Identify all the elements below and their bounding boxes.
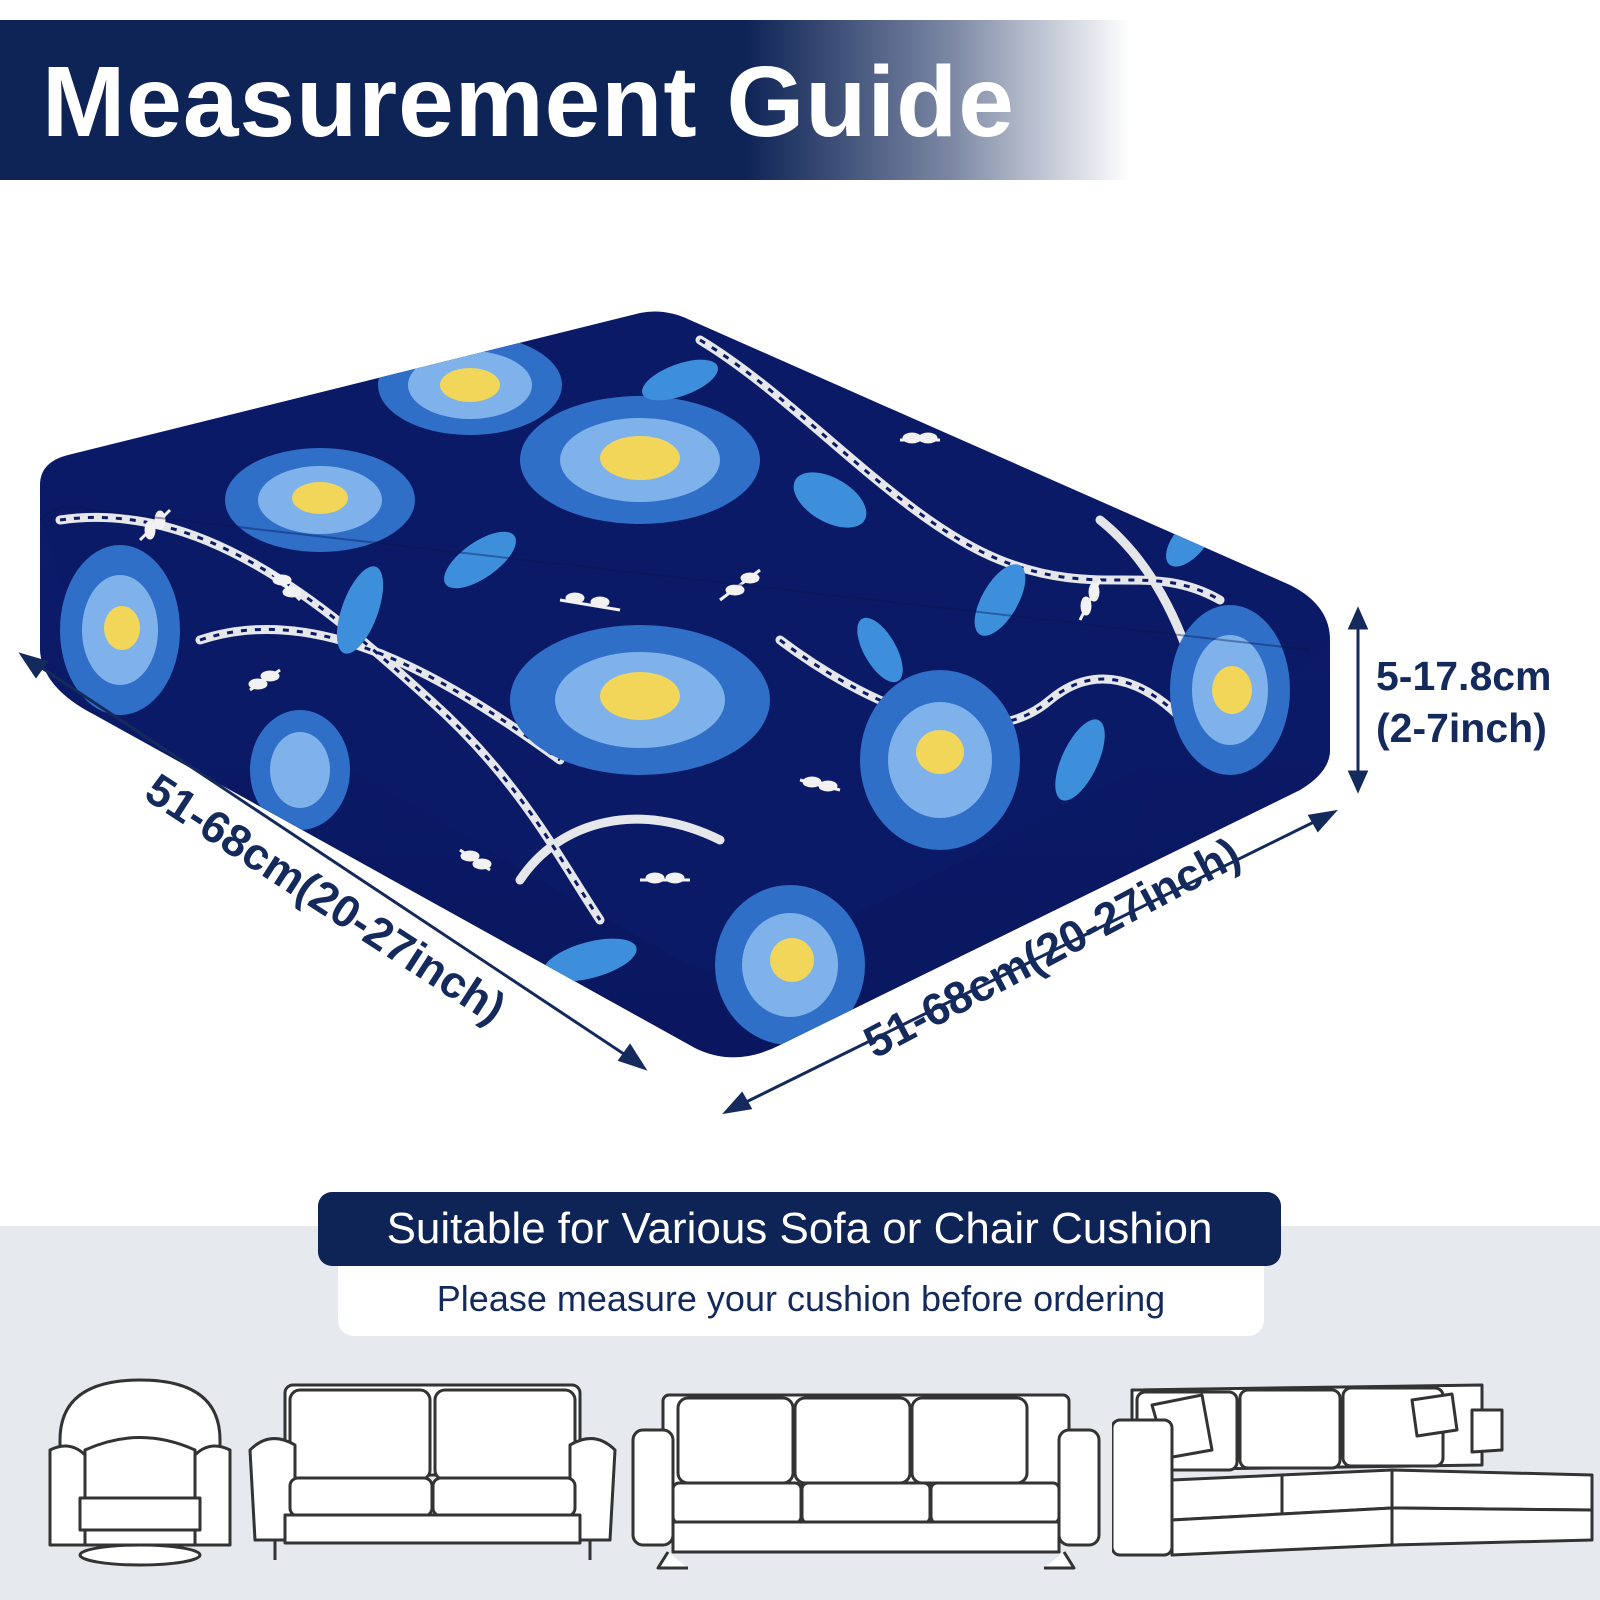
flower bbox=[60, 545, 180, 715]
floral-pattern bbox=[40, 335, 1311, 1045]
dimension-arrows bbox=[18, 606, 1369, 1115]
page-title: Measurement Guide bbox=[42, 46, 1015, 158]
height-dimension-label: 5-17.8cm (2-7inch) bbox=[1376, 650, 1552, 754]
flower bbox=[510, 625, 770, 775]
sectional-sofa-icon bbox=[1112, 1383, 1594, 1557]
height-cm-label: 5-17.8cm bbox=[1376, 653, 1552, 699]
flower bbox=[1170, 605, 1290, 775]
armchair-icon bbox=[48, 1378, 232, 1567]
height-inch-label: (2-7inch) bbox=[1376, 705, 1547, 751]
suitability-headline: Suitable for Various Sofa or Chair Cushi… bbox=[318, 1192, 1281, 1266]
title-banner bbox=[0, 20, 1130, 180]
flower bbox=[715, 885, 865, 1045]
flower bbox=[225, 448, 415, 552]
measure-note: Please measure your cushion before order… bbox=[338, 1262, 1264, 1336]
flower bbox=[520, 396, 760, 524]
three-seat-sofa-icon bbox=[631, 1393, 1101, 1570]
flower bbox=[378, 335, 562, 435]
flower bbox=[250, 710, 350, 830]
flower bbox=[860, 670, 1020, 850]
loveseat-icon bbox=[248, 1383, 617, 1560]
cushion-illustration bbox=[18, 311, 1369, 1115]
